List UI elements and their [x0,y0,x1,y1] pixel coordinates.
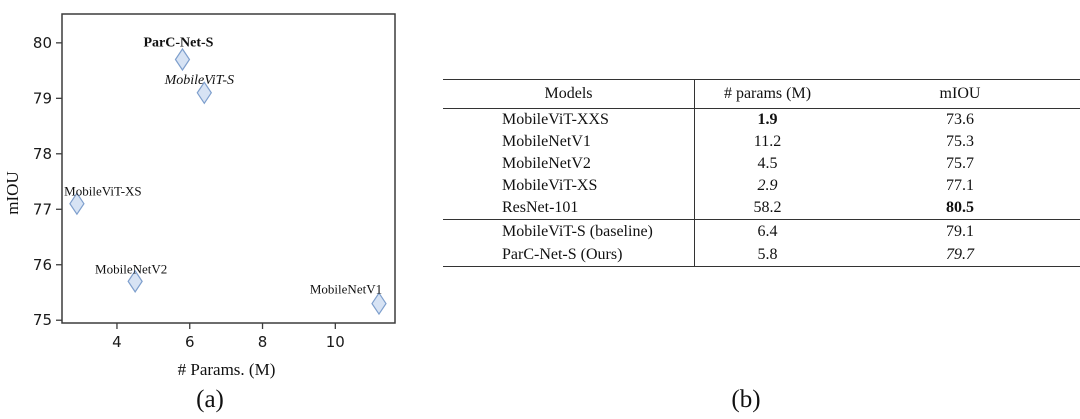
cell-model: MobileNetV2 [443,153,695,175]
table-row: ParC-Net-S (Ours) 5.8 79.7 [443,243,1080,266]
panel-a-label: (a) [196,386,224,413]
y-tick-label: 76 [33,256,52,274]
scatter-plot: 75 76 77 78 79 80 4 6 8 10 # Params. (M) mIOU ParC-N… [3,13,396,379]
y-tick-label: 77 [33,200,52,218]
table-row: MobileNetV1 11.2 75.3 [443,131,1080,153]
x-tick-label: 8 [258,333,268,351]
cell-miou: 79.1 [946,222,974,240]
cell-miou: 73.6 [946,111,974,128]
y-tick-label: 75 [33,311,52,329]
table-row: MobileViT-S (baseline) 6.4 79.1 [443,220,1080,243]
table-header-row: Models # params (M) mIOU [443,80,1080,109]
plot-border [61,13,396,324]
cell-model: ResNet-101 [443,197,695,219]
cell-params: 58.2 [753,199,782,216]
table-row: MobileViT-XS 2.9 77.1 [443,175,1080,197]
y-tick-label: 79 [33,89,52,107]
data-point-diamond [196,81,213,105]
data-point-diamond [174,47,191,72]
x-tick-label: 6 [185,333,195,351]
cell-params: 5.8 [757,245,778,263]
cell-model: MobileViT-XS [443,175,695,197]
table-row: MobileViT-XXS 1.9 73.6 [443,109,1080,131]
table-row: ResNet-101 58.2 80.5 [443,197,1080,220]
cell-model: MobileViT-S (baseline) [443,220,695,243]
cell-params: 2.9 [757,177,778,194]
point-label: MobileNetV2 [95,261,167,276]
cell-params: 1.9 [757,111,778,128]
point-label: MobileViT-XS [64,184,141,199]
table-row: MobileNetV2 4.5 75.7 [443,153,1080,175]
cell-params: 6.4 [757,222,778,240]
cell-params: 11.2 [753,133,782,150]
cell-miou: 75.7 [946,155,974,172]
data-point-diamond [127,269,143,293]
cell-params: 4.5 [757,155,778,172]
y-tick-label: 80 [33,34,52,52]
cell-miou: 80.5 [946,199,974,216]
x-tick-label: 4 [112,333,122,351]
data-point-diamond [69,192,85,216]
point-label: MobileViT-S [164,73,234,88]
point-label: MobileNetV1 [310,282,382,297]
panel-b-label: (b) [731,386,761,413]
cell-miou: 77.1 [946,177,974,194]
point-label: ParC-Net-S [143,35,213,50]
header-miou: mIOU [939,85,981,102]
x-tick-label: 10 [326,333,345,351]
cell-miou: 75.3 [946,133,974,150]
results-table: Models # params (M) mIOU MobileViT-XXS 1.9 73… [443,79,1080,267]
y-axis-label: mIOU [3,171,22,214]
x-axis-label: # Params. (M) [178,360,276,379]
scatter-chart-panel: 75 76 77 78 79 80 4 6 8 10 # Params. (M) mIOU ParC-N… [0,0,430,419]
cell-model: ParC-Net-S (Ours) [443,243,695,266]
data-point-diamond [371,292,387,316]
cell-model: MobileViT-XXS [443,109,695,131]
cell-miou: 79.7 [946,245,974,263]
cell-model: MobileNetV1 [443,131,695,153]
y-tick-label: 78 [33,145,52,163]
header-params: # params (M) [723,85,812,102]
header-models: Models [443,80,695,108]
